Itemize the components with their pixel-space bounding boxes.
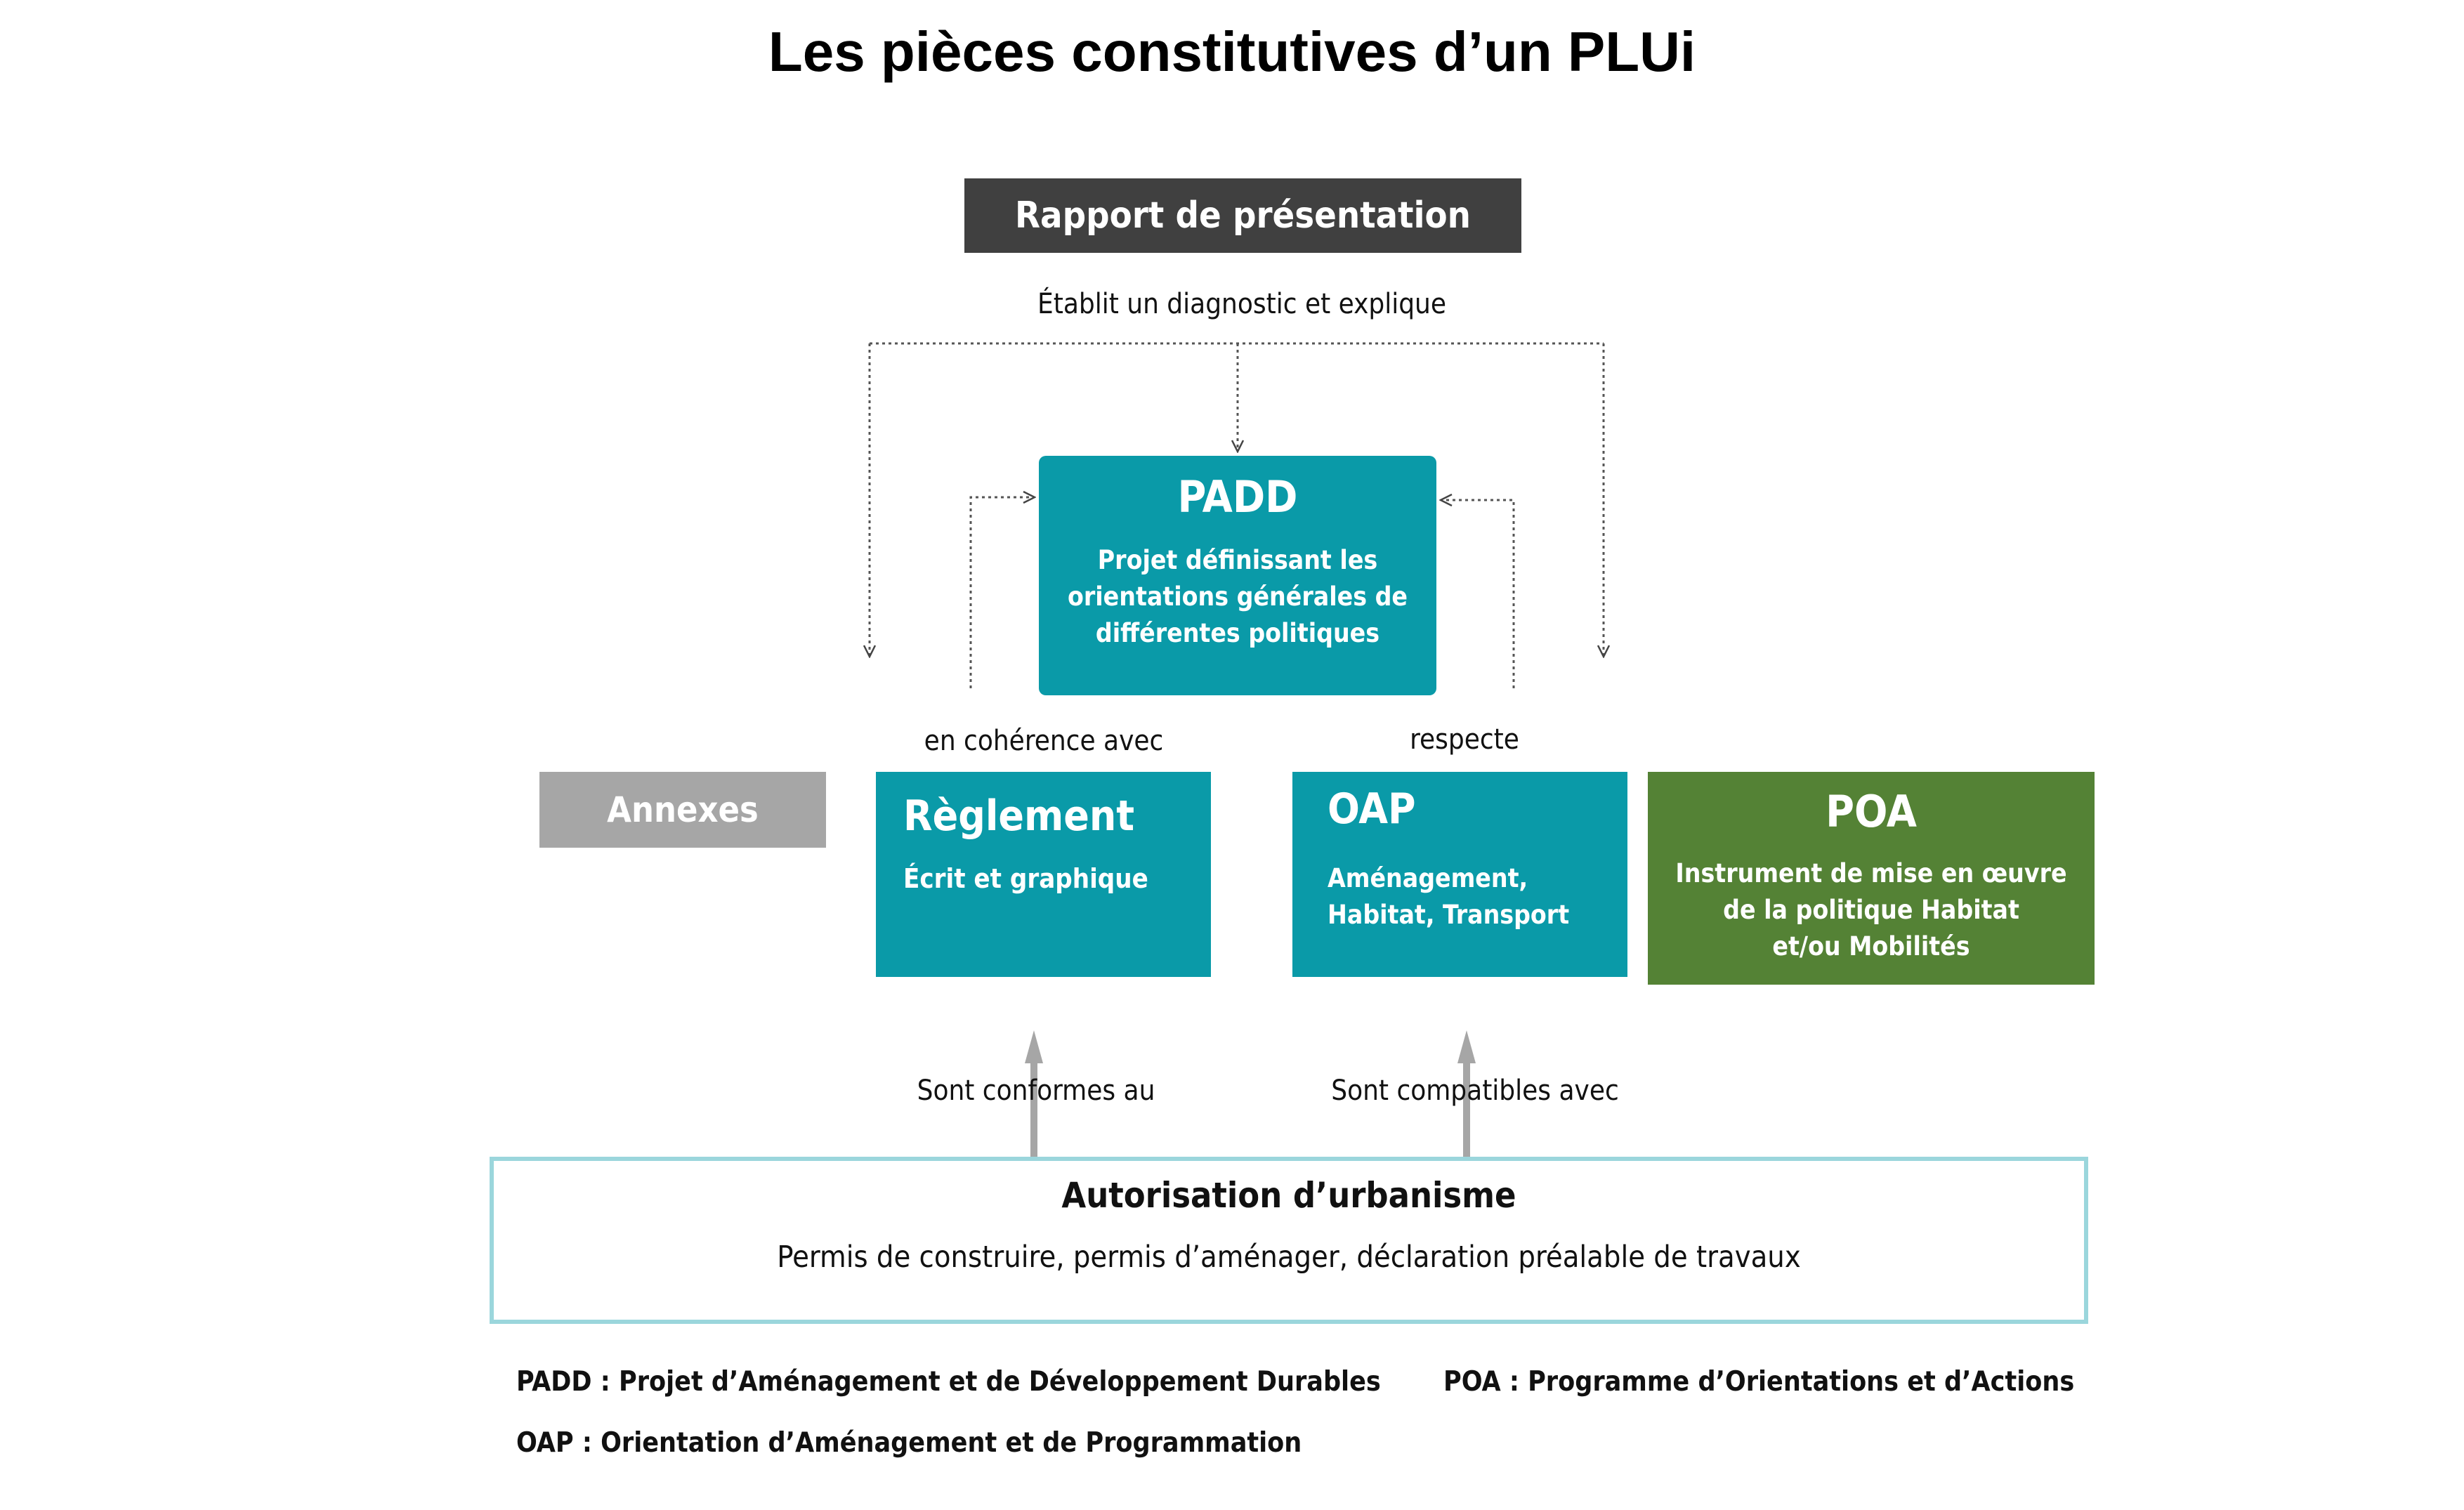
autorisation-urbanisme-box: Autorisation d’urbanisme Permis de const… xyxy=(490,1157,2088,1324)
arrow-shaft-oap xyxy=(1463,1053,1470,1157)
poa-box: POA Instrument de mise en œuvre de la po… xyxy=(1648,772,2095,985)
rapport-relation-label: Établit un diagnostic et explique xyxy=(1037,288,1447,320)
compatibles-label: Sont compatibles avec xyxy=(1331,1075,1619,1107)
reglement-title: Règlement xyxy=(903,792,1135,841)
reglement-box: Règlement Écrit et graphique xyxy=(876,772,1211,977)
oap-desc-line: Aménagement, xyxy=(1328,863,1528,893)
oap-desc-line: Habitat, Transport xyxy=(1328,900,1570,930)
legend-oap: OAP : Orientation d’Aménagement et de Pr… xyxy=(516,1427,1302,1459)
oap-relation-label: respecte xyxy=(1410,723,1519,756)
padd-description: Projet définissant les orientations géné… xyxy=(1039,542,1436,652)
diagnostic-connectors xyxy=(870,342,1604,688)
autorisation-description: Permis de construire, permis d’aménager,… xyxy=(777,1240,1801,1275)
annexes-box: Annexes xyxy=(539,772,826,848)
padd-title: PADD xyxy=(1177,471,1298,523)
poa-description: Instrument de mise en œuvre de la politi… xyxy=(1648,855,2095,965)
arrow-shaft-reglement xyxy=(1030,1053,1037,1157)
padd-desc-line: orientations générales de xyxy=(1067,582,1408,612)
annexes-label: Annexes xyxy=(607,789,759,830)
conformity-arrows xyxy=(1025,1030,1476,1157)
oap-box: OAP Aménagement, Habitat, Transport xyxy=(1292,772,1627,977)
reglement-to-padd-connector xyxy=(969,497,1035,688)
legend-poa: POA : Programme d’Orientations et d’Acti… xyxy=(1443,1366,2075,1398)
reglement-relation-label: en cohérence avec xyxy=(924,725,1164,757)
poa-desc-line: et/ou Mobilités xyxy=(1772,931,1970,961)
arrow-head-reglement xyxy=(1025,1030,1043,1063)
padd-desc-line: différentes politiques xyxy=(1095,618,1380,648)
page-title: Les pièces constitutives d’un PLUi xyxy=(768,20,1696,83)
poa-desc-line: de la politique Habitat xyxy=(1723,895,2019,925)
conformes-label: Sont conformes au xyxy=(917,1075,1155,1107)
oap-to-padd-connector xyxy=(1441,500,1515,688)
oap-title: OAP xyxy=(1328,784,1416,834)
padd-desc-line: Projet définissant les xyxy=(1097,545,1378,575)
poa-title: POA xyxy=(1826,786,1917,837)
rapport-label: Rapport de présentation xyxy=(1015,195,1471,237)
oap-description: Aménagement, Habitat, Transport xyxy=(1328,860,1627,933)
reglement-description: Écrit et graphique xyxy=(903,863,1148,894)
legend-padd: PADD : Projet d’Aménagement et de Dévelo… xyxy=(516,1366,1381,1398)
poa-desc-line: Instrument de mise en œuvre xyxy=(1675,858,2067,888)
arrow-head-oap xyxy=(1457,1030,1476,1063)
autorisation-title: Autorisation d’urbanisme xyxy=(1061,1175,1516,1216)
rapport-de-presentation-box: Rapport de présentation xyxy=(964,178,1521,253)
padd-box: PADD Projet définissant les orientations… xyxy=(1039,456,1436,695)
